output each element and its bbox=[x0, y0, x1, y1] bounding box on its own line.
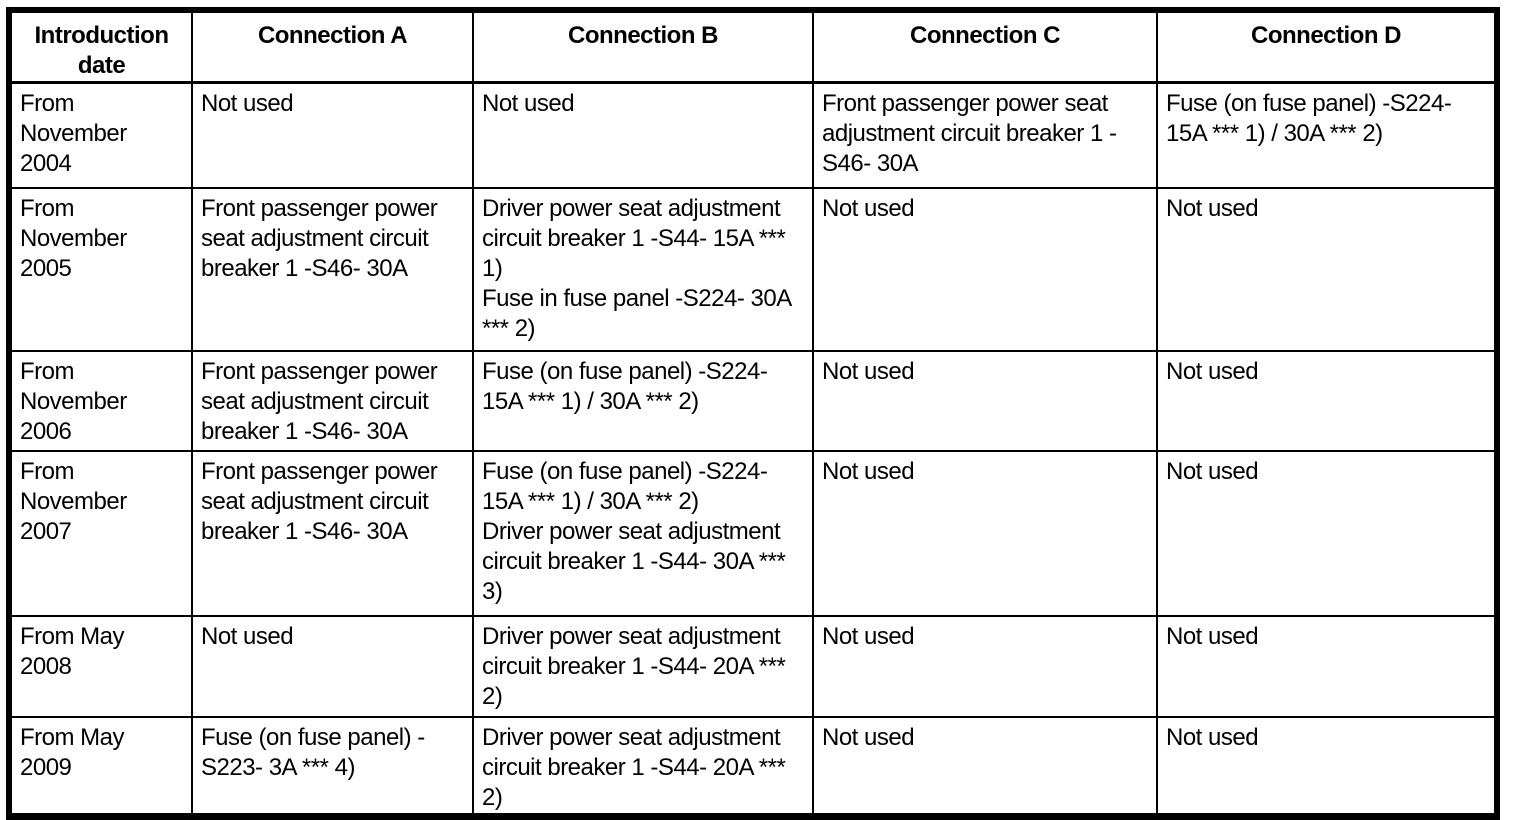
cell-text: Not used bbox=[1166, 723, 1259, 751]
cell-connection-b: Driver power seat adjustment circuit bre… bbox=[472, 614, 814, 718]
cell-connection-d: Not used bbox=[1156, 449, 1498, 617]
cell-text: From November 2004 bbox=[20, 90, 127, 177]
table-row: From November 2005 Front passenger power… bbox=[8, 186, 1498, 352]
cell-connection-d: Not used bbox=[1156, 186, 1498, 352]
column-header-introduction-date: Introduction date bbox=[8, 9, 193, 84]
cell-connection-b: Fuse (on fuse panel) -S224- 15A *** 1) /… bbox=[472, 449, 814, 617]
cell-text: Driver power seat adjustment circuit bre… bbox=[482, 622, 786, 710]
cell-text: Fuse in fuse panel -S224- 30A *** 2) bbox=[482, 284, 791, 342]
column-header-connection-b: Connection B bbox=[472, 9, 814, 84]
cell-text: Not used bbox=[1166, 457, 1259, 485]
cell-connection-c: Not used bbox=[812, 449, 1158, 617]
cell-text: From November 2007 bbox=[20, 457, 127, 545]
cell-text: Not used bbox=[822, 622, 915, 650]
cell-introduction-date: From November 2005 bbox=[8, 186, 193, 352]
cell-connection-c: Not used bbox=[812, 186, 1158, 352]
cell-connection-c: Not used bbox=[812, 715, 1158, 818]
table-row: From November 2007 Front passenger power… bbox=[8, 449, 1498, 617]
cell-text: From November 2006 bbox=[20, 357, 127, 445]
cell-text: Front passenger power seat adjustment ci… bbox=[201, 194, 438, 282]
cell-connection-d: Not used bbox=[1156, 715, 1498, 818]
cell-text: From November 2005 bbox=[20, 194, 127, 282]
cell-introduction-date: From November 2006 bbox=[8, 349, 193, 452]
cell-text: Driver power seat adjustment circuit bre… bbox=[482, 517, 786, 605]
cell-connection-a: Not used bbox=[191, 81, 474, 189]
introduction-date-connection-table: Introduction date Connection A Connectio… bbox=[6, 7, 1500, 820]
cell-connection-d: Not used bbox=[1156, 614, 1498, 718]
header-row: Introduction date Connection A Connectio… bbox=[8, 9, 1498, 84]
cell-connection-b: Fuse (on fuse panel) -S224- 15A *** 1) /… bbox=[472, 349, 814, 452]
cell-text: Front passenger power seat adjustment ci… bbox=[822, 90, 1117, 177]
cell-introduction-date: From November 2004 bbox=[8, 81, 193, 189]
cell-text: Fuse (on fuse panel) -S224- 15A *** 1) /… bbox=[482, 357, 768, 415]
cell-connection-a: Front passenger power seat adjustment ci… bbox=[191, 186, 474, 352]
cell-text: Front passenger power seat adjustment ci… bbox=[201, 357, 438, 445]
cell-connection-b: Not used bbox=[472, 81, 814, 189]
cell-text: Not used bbox=[482, 90, 575, 117]
cell-connection-a: Fuse (on fuse panel) -S223- 3A *** 4) bbox=[191, 715, 474, 818]
cell-introduction-date: From May 2009 bbox=[8, 715, 193, 818]
table-row: From May 2008 Not used Driver power seat… bbox=[8, 614, 1498, 718]
cell-text: Front passenger power seat adjustment ci… bbox=[201, 457, 438, 545]
column-header-connection-c: Connection C bbox=[812, 9, 1158, 84]
cell-text: Not used bbox=[1166, 194, 1259, 222]
column-header-connection-d: Connection D bbox=[1156, 9, 1498, 84]
cell-text: Not used bbox=[1166, 622, 1259, 650]
cell-text: From May 2008 bbox=[20, 622, 125, 680]
cell-introduction-date: From November 2007 bbox=[8, 449, 193, 617]
cell-text: Not used bbox=[822, 194, 915, 222]
cell-connection-d: Not used bbox=[1156, 349, 1498, 452]
cell-connection-c: Front passenger power seat adjustment ci… bbox=[812, 81, 1158, 189]
cell-text: Driver power seat adjustment circuit bre… bbox=[482, 194, 786, 282]
cell-connection-d: Fuse (on fuse panel) -S224- 15A *** 1) /… bbox=[1156, 81, 1498, 189]
cell-connection-a: Front passenger power seat adjustment ci… bbox=[191, 449, 474, 617]
cell-text: Fuse (on fuse panel) -S224- 15A *** 1) /… bbox=[1166, 90, 1452, 147]
cell-connection-a: Front passenger power seat adjustment ci… bbox=[191, 349, 474, 452]
cell-text: Not used bbox=[201, 90, 294, 117]
cell-text: Not used bbox=[822, 357, 915, 385]
table-row: From May 2009 Fuse (on fuse panel) -S223… bbox=[8, 715, 1498, 818]
cell-text: Driver power seat adjustment circuit bre… bbox=[482, 723, 786, 811]
cell-text: Fuse (on fuse panel) -S223- 3A *** 4) bbox=[201, 723, 425, 781]
cell-text: Not used bbox=[822, 457, 915, 485]
table-row: From November 2006 Front passenger power… bbox=[8, 349, 1498, 452]
cell-connection-c: Not used bbox=[812, 614, 1158, 718]
cell-connection-c: Not used bbox=[812, 349, 1158, 452]
cell-introduction-date: From May 2008 bbox=[8, 614, 193, 718]
cell-text: Fuse (on fuse panel) -S224- 15A *** 1) /… bbox=[482, 457, 768, 515]
cell-text: From May 2009 bbox=[20, 723, 125, 781]
cell-connection-a: Not used bbox=[191, 614, 474, 718]
cell-connection-b: Driver power seat adjustment circuit bre… bbox=[472, 186, 814, 352]
cell-text: Not used bbox=[201, 622, 294, 650]
cell-text: Not used bbox=[822, 723, 915, 751]
cell-connection-b: Driver power seat adjustment circuit bre… bbox=[472, 715, 814, 818]
column-header-connection-a: Connection A bbox=[191, 9, 474, 84]
table-row: From November 2004 Not used Not used Fro… bbox=[8, 81, 1498, 189]
cell-text: Not used bbox=[1166, 357, 1259, 385]
